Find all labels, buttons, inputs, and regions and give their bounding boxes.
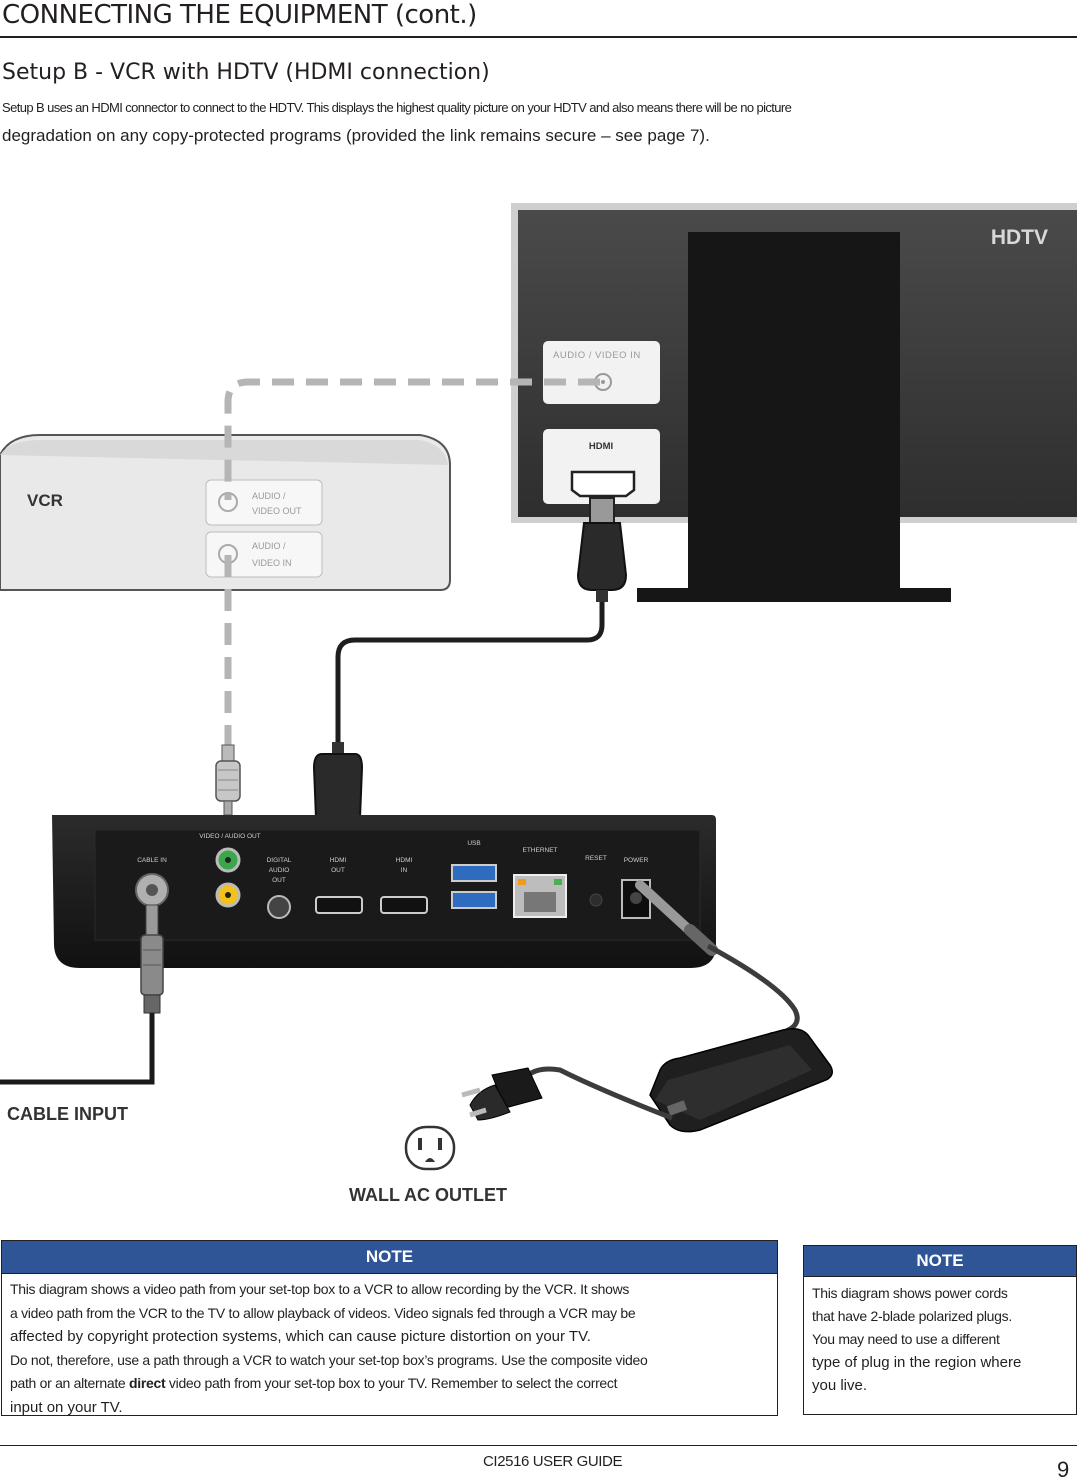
stb-cable-in-label: CABLE IN (137, 857, 167, 864)
tv-hdmi-label: HDMI (589, 441, 613, 452)
stb-digital-audio-3: OUT (272, 877, 286, 884)
stb-digital-audio-port (267, 895, 291, 919)
intro-line-1: Setup B uses an HDMI connector to connec… (2, 100, 792, 115)
hdmi-cable (335, 600, 605, 745)
rca-plug-stb (215, 744, 241, 816)
tv-av-in-label: AUDIO / VIDEO IN (553, 350, 641, 361)
note-left-line-6: input on your TV. (10, 1398, 123, 1416)
note-left-line-3: affected by copyright protection systems… (10, 1328, 591, 1345)
set-top-box: CABLE IN VIDEO / AUDIO OUT DIGITAL AUDIO… (52, 815, 716, 968)
note-left-line-1: This diagram shows a video path from you… (10, 1281, 630, 1297)
vcr-out-label-1: AUDIO / (252, 491, 286, 501)
note-right-line-2: that have 2-blade polarized plugs. (812, 1308, 1012, 1324)
intro-line-2: degradation on any copy-protected progra… (2, 126, 710, 145)
note-left: NOTE This diagram shows a video path fro… (1, 1240, 778, 1416)
note-left-line-5: path or an alternate direct video path f… (10, 1375, 618, 1391)
connection-diagram: HDTV AUDIO / VIDEO IN HDMI VCR AUDIO / V… (0, 203, 1077, 1205)
power-cord (461, 880, 833, 1133)
stb-ethernet-label: ETHERNET (522, 847, 557, 854)
tv-hdmi-port (570, 470, 636, 498)
stb-hdmi-in-1: HDMI (396, 857, 413, 864)
hdtv: HDTV AUDIO / VIDEO IN HDMI (511, 203, 1077, 602)
stb-hdmi-out-2: OUT (331, 867, 345, 874)
hdtv-label: HDTV (991, 226, 1048, 249)
stb-hdmi-out-port (315, 896, 363, 914)
footer-rule (0, 1445, 1077, 1446)
coax-cable (0, 904, 164, 1085)
vcr-av-in-panel (205, 531, 323, 578)
note-left-bold-direct: direct (129, 1375, 166, 1391)
stb-usb-port-2 (451, 891, 497, 909)
wall-outlet-icon (404, 1125, 456, 1171)
note-right-line-3: You may need to use a different (812, 1331, 1000, 1347)
cable-input-label: CABLE INPUT (7, 1104, 128, 1124)
stb-digital-audio-1: DIGITAL (267, 857, 292, 864)
vcr-in-label-2: VIDEO IN (252, 558, 292, 568)
stb-digital-audio-2: AUDIO (269, 867, 290, 874)
note-right-line-1: This diagram shows power cords (812, 1285, 1008, 1301)
hdmi-plug-tv (576, 497, 628, 602)
page-title: CONNECTING THE EQUIPMENT (cont.) (2, 0, 477, 30)
vcr-in-label-1: AUDIO / (252, 541, 286, 551)
note-left-heading: NOTE (2, 1241, 777, 1274)
note-right: NOTE This diagram shows power cords that… (803, 1245, 1077, 1415)
footer-guide-title: CI2516 USER GUIDE (483, 1453, 623, 1470)
title-rule (0, 36, 1077, 38)
stb-usb-label: USB (467, 840, 480, 847)
note-left-line-2: a video path from the VCR to the TV to a… (10, 1304, 636, 1321)
vcr-av-out-panel (205, 479, 323, 526)
hdtv-stand-base (637, 588, 951, 602)
page-number: 9 (1057, 1457, 1070, 1482)
stb-hdmi-in-2: IN (401, 867, 408, 874)
stb-usb-port-1 (451, 864, 497, 882)
stb-reset-label: RESET (585, 855, 607, 862)
stb-video-audio-out-label: VIDEO / AUDIO OUT (199, 833, 260, 840)
vcr-label: VCR (27, 491, 63, 510)
vcr: VCR AUDIO / VIDEO OUT AUDIO / VIDEO IN (0, 434, 451, 591)
wall-outlet-label: WALL AC OUTLET (349, 1185, 507, 1205)
stb-reset-button (589, 893, 603, 907)
stb-hdmi-in-port (380, 896, 428, 914)
note-left-line-4: Do not, therefore, use a path through a … (10, 1351, 648, 1368)
vcr-out-label-2: VIDEO OUT (252, 506, 302, 516)
note-right-line-5: you live. (812, 1377, 868, 1394)
tv-vcr-dashed-cable (224, 378, 600, 500)
tv-av-in-panel (543, 341, 660, 404)
note-right-line-4: type of plug in the region where (812, 1354, 1022, 1371)
hdtv-stand (688, 232, 900, 602)
stb-hdmi-out-1: HDMI (330, 857, 347, 864)
stb-power-label: POWER (624, 857, 649, 864)
note-right-heading: NOTE (804, 1246, 1076, 1277)
section-title: Setup B - VCR with HDTV (HDMI connection… (2, 60, 490, 85)
